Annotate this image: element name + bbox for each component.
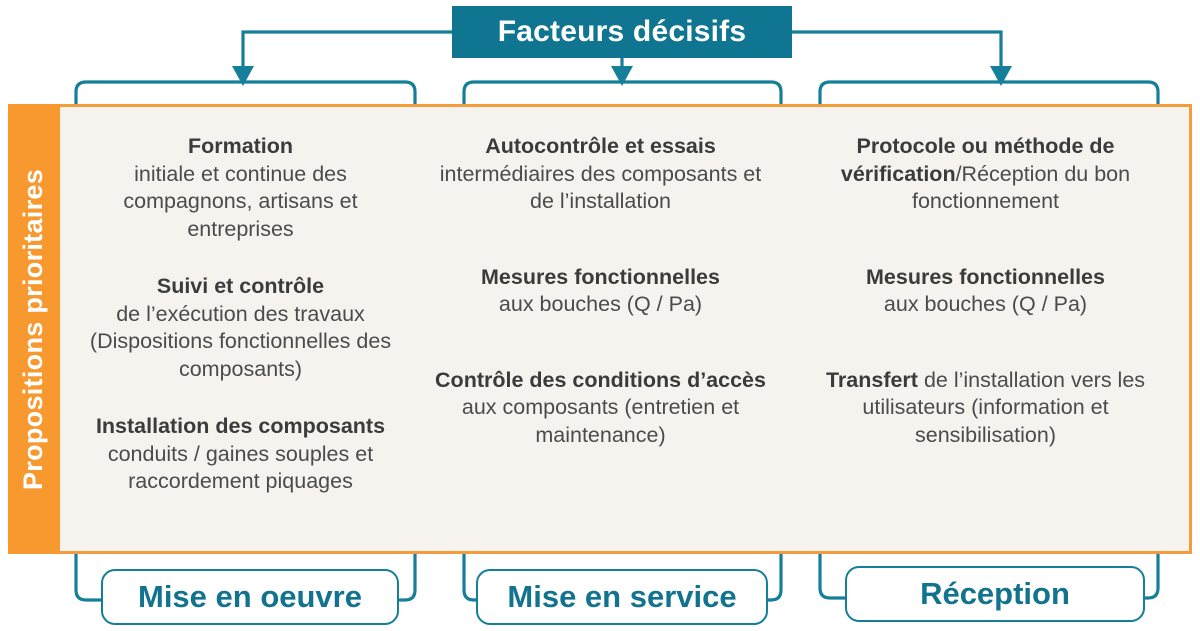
spacer bbox=[782, 319, 1189, 367]
spacer bbox=[782, 216, 1189, 264]
stage-label-text: Réception bbox=[920, 576, 1070, 611]
block-bold: Contrôle des conditions d’accès bbox=[435, 367, 766, 392]
arrowhead-col1 bbox=[232, 66, 254, 86]
block-item: Autocontrôle et essais intermédiaires de… bbox=[419, 133, 782, 216]
page-title: Facteurs décisifs bbox=[452, 6, 792, 58]
sidebar-label-text: Propositions prioritaires bbox=[18, 168, 49, 490]
spacer bbox=[62, 243, 419, 273]
sidebar-label-priorities: Propositions prioritaires bbox=[8, 104, 60, 554]
block-item: Protocole ou méthode de vérification/Réc… bbox=[782, 133, 1189, 216]
block-rest: /Réception du bon fonctionnement bbox=[911, 161, 1131, 214]
column-mise-en-oeuvre: Formation initiale et continue des compa… bbox=[62, 107, 419, 551]
block-bold: Transfert bbox=[825, 367, 918, 392]
block-rest: de l’exécution des travaux (Dispositions… bbox=[89, 301, 392, 381]
block-bold: Mesures fonctionnelles bbox=[481, 264, 720, 289]
stage-label-mise-en-oeuvre[interactable]: Mise en oeuvre bbox=[101, 569, 399, 625]
columns-container: Formation initiale et continue des compa… bbox=[62, 107, 1189, 551]
block-item: Contrôle des conditions d’accès aux comp… bbox=[419, 367, 782, 450]
arrowhead-group bbox=[232, 66, 1012, 86]
block-bold: Protocole ou méthode de vérification bbox=[840, 134, 1115, 186]
stage-label-text: Mise en oeuvre bbox=[138, 579, 362, 614]
block-rest: intermédiaires des composants et de l’in… bbox=[439, 161, 762, 214]
block-rest: de l’installation vers les utilisateurs … bbox=[862, 367, 1146, 447]
block-item: Mesures fonctionnelles aux bouches (Q / … bbox=[419, 264, 782, 319]
connector-title-to-col1 bbox=[241, 30, 452, 66]
block-item: Mesures fonctionnelles aux bouches (Q / … bbox=[782, 264, 1189, 319]
block-rest: conduits / gaines souples et raccordemen… bbox=[107, 441, 374, 494]
block-item: Transfert de l’installation vers les uti… bbox=[782, 367, 1189, 450]
stage-label-text: Mise en service bbox=[507, 579, 737, 614]
block-bold: Installation des composants bbox=[95, 414, 386, 439]
spacer bbox=[62, 383, 419, 413]
arrowhead-col3 bbox=[990, 66, 1012, 86]
connector-title-to-col3 bbox=[792, 30, 1003, 66]
block-item: Formation initiale et continue des compa… bbox=[62, 133, 419, 243]
arrowhead-col2 bbox=[611, 66, 633, 86]
block-rest: aux bouches (Q / Pa) bbox=[883, 292, 1088, 317]
spacer bbox=[419, 319, 782, 367]
block-bold: Suivi et contrôle bbox=[156, 274, 325, 299]
column-reception: Protocole ou méthode de vérification/Réc… bbox=[782, 107, 1189, 551]
spacer bbox=[419, 216, 782, 264]
block-rest: aux composants (entretien et maintenance… bbox=[461, 395, 740, 447]
block-rest: aux bouches (Q / Pa) bbox=[498, 292, 703, 317]
block-bold: Formation bbox=[187, 134, 294, 158]
column-mise-en-service: Autocontrôle et essais intermédiaires de… bbox=[419, 107, 782, 551]
block-item: Suivi et contrôle de l’exécution des tra… bbox=[62, 273, 419, 383]
block-bold: Autocontrôle et essais bbox=[485, 134, 716, 158]
priority-panel bbox=[8, 104, 1192, 554]
stage-label-reception[interactable]: Réception bbox=[845, 566, 1145, 622]
block-item: Installation des composants conduits / g… bbox=[62, 413, 419, 496]
block-bold: Mesures fonctionnelles bbox=[866, 264, 1105, 289]
block-rest: initiale et continue des compagnons, art… bbox=[123, 161, 358, 241]
stage-label-mise-en-service[interactable]: Mise en service bbox=[476, 569, 768, 625]
page-title-text: Facteurs décisifs bbox=[497, 15, 747, 48]
